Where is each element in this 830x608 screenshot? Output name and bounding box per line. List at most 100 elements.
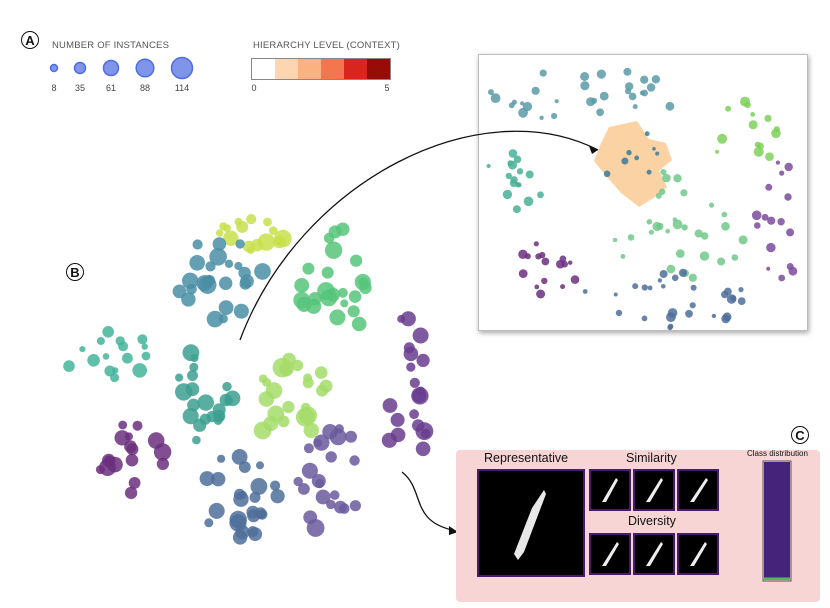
main-dot-10 bbox=[234, 217, 243, 226]
main-dot-73 bbox=[63, 360, 75, 372]
zoom-inset-view[interactable] bbox=[478, 54, 808, 331]
main-dot-28 bbox=[218, 300, 234, 315]
main-dot-35 bbox=[233, 303, 249, 319]
class-distribution-title: Class distribution bbox=[747, 449, 808, 458]
inset-dot-147 bbox=[771, 128, 781, 139]
main-dot-75 bbox=[104, 365, 116, 377]
inset-dot-64 bbox=[738, 235, 748, 245]
main-dot-64 bbox=[348, 290, 362, 303]
main-dot-163 bbox=[231, 449, 248, 465]
inset-dot-59 bbox=[541, 277, 548, 285]
inset-dot-1 bbox=[554, 99, 559, 104]
representative-title: Representative bbox=[484, 451, 569, 465]
main-dot-202 bbox=[415, 441, 431, 457]
inset-dot-142 bbox=[744, 101, 751, 109]
main-dot-193 bbox=[397, 314, 406, 323]
size-legend-circle-35 bbox=[73, 61, 87, 75]
main-dot-134 bbox=[126, 443, 139, 456]
marker-a: A bbox=[21, 31, 39, 49]
main-dot-61 bbox=[302, 262, 315, 275]
class-distribution-bar-main bbox=[764, 462, 790, 578]
inset-dot-87 bbox=[665, 228, 670, 234]
main-dot-165 bbox=[247, 526, 259, 538]
main-dot-187 bbox=[315, 478, 325, 489]
inset-dot-35 bbox=[486, 163, 491, 169]
representative-image[interactable] bbox=[477, 469, 585, 577]
hierarchy-max-label: 5 bbox=[384, 83, 390, 93]
main-dot-76 bbox=[102, 353, 110, 360]
inset-dot-117 bbox=[657, 278, 663, 283]
inset-dot-129 bbox=[761, 213, 769, 221]
main-dot-181 bbox=[329, 490, 340, 500]
main-dot-91 bbox=[265, 382, 283, 399]
inset-dot-137 bbox=[725, 105, 732, 112]
inset-dot-80 bbox=[660, 169, 667, 176]
main-dot-102 bbox=[253, 421, 272, 440]
similarity-image-2[interactable] bbox=[633, 469, 675, 511]
main-dot-166 bbox=[238, 461, 251, 473]
main-dot-103 bbox=[258, 374, 268, 384]
hierarchy-swatch-2 bbox=[298, 59, 321, 79]
inset-dot-26 bbox=[539, 115, 544, 120]
inset-dot-5 bbox=[531, 86, 540, 95]
main-dot-69 bbox=[87, 354, 100, 367]
inset-dot-65 bbox=[646, 219, 653, 225]
inset-dot-42 bbox=[508, 149, 518, 158]
marker-b: B bbox=[66, 263, 84, 281]
diversity-image-1[interactable] bbox=[589, 533, 631, 575]
main-dot-180 bbox=[315, 489, 331, 505]
inset-dot-62 bbox=[655, 192, 662, 199]
inset-dot-49 bbox=[536, 289, 546, 299]
main-dot-199 bbox=[412, 327, 429, 344]
main-dot-36 bbox=[192, 239, 203, 250]
inset-dot-74 bbox=[627, 234, 635, 241]
hierarchy-color-ramp bbox=[251, 58, 391, 80]
inset-dot-56 bbox=[560, 284, 566, 290]
main-dot-97 bbox=[295, 407, 315, 427]
arrow-head-inset bbox=[589, 146, 598, 154]
similarity-image-3[interactable] bbox=[677, 469, 719, 511]
main-dot-145 bbox=[211, 472, 226, 487]
main-dot-74 bbox=[122, 352, 133, 364]
inset-dot-9 bbox=[641, 89, 648, 97]
inset-dot-22 bbox=[651, 75, 661, 84]
main-dot-204 bbox=[412, 419, 425, 432]
main-dot-77 bbox=[102, 326, 114, 338]
inset-dot-28 bbox=[640, 75, 649, 84]
inset-dot-115 bbox=[647, 285, 653, 291]
inset-dot-21 bbox=[580, 81, 590, 91]
main-dot-15 bbox=[263, 217, 272, 227]
marker-c: C bbox=[791, 426, 809, 444]
inset-dot-98 bbox=[737, 297, 746, 305]
main-dot-42 bbox=[329, 309, 346, 326]
main-dot-50 bbox=[338, 287, 348, 298]
diversity-image-2[interactable] bbox=[633, 533, 675, 575]
arrow-head-panel bbox=[449, 526, 458, 535]
main-dot-137 bbox=[102, 453, 116, 468]
similarity-image-1[interactable] bbox=[589, 469, 631, 511]
hierarchy-swatch-3 bbox=[321, 59, 344, 79]
inset-dot-81 bbox=[652, 221, 662, 232]
hierarchy-legend-title: HIERARCHY LEVEL (CONTEXT) bbox=[253, 40, 400, 51]
inset-dot-100 bbox=[667, 308, 678, 318]
main-dot-78 bbox=[118, 341, 129, 352]
inset-dot-103 bbox=[613, 292, 618, 297]
inset-dot-51 bbox=[539, 251, 546, 259]
inset-dot-85 bbox=[688, 273, 697, 282]
main-dot-185 bbox=[293, 476, 303, 487]
main-dot-3 bbox=[223, 230, 239, 246]
main-dot-115 bbox=[192, 435, 201, 445]
main-dot-139 bbox=[118, 420, 128, 430]
inset-dot-30 bbox=[537, 191, 544, 199]
diversity-image-3[interactable] bbox=[677, 533, 719, 575]
main-dot-174 bbox=[313, 438, 323, 448]
inset-dot-130 bbox=[784, 193, 792, 201]
inset-dot-131 bbox=[754, 222, 761, 229]
inset-dot-54 bbox=[570, 275, 580, 284]
inset-dot-17 bbox=[522, 101, 533, 112]
inset-dot-107 bbox=[661, 284, 666, 289]
main-dot-201 bbox=[420, 428, 431, 439]
inset-dot-99 bbox=[730, 295, 737, 302]
inset-dot-96 bbox=[711, 313, 717, 319]
